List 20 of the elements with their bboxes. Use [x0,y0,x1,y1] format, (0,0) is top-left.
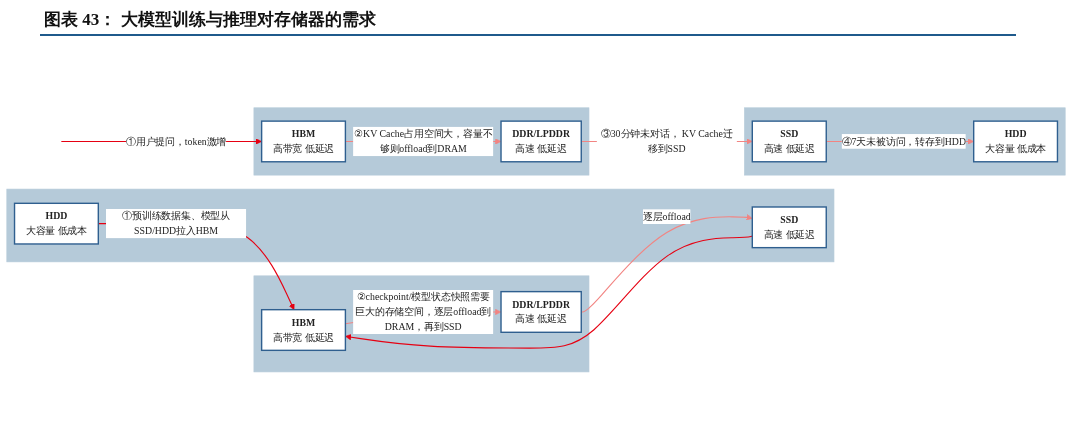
edge-label: ④7天未被访问，转存到HDD [841,136,966,147]
node-box: DDR/LPDDR 高速 低延迟 [500,120,582,163]
cluster [253,107,590,176]
edge-label: ②checkpoint/模型状态快照需要巨大的存储空间，逐层offload到DRAM，再到SSD [355,292,492,333]
edge-label: ①预训练数据集、模型从SSD/HDD拉入HBM [122,211,231,237]
cluster [6,188,835,263]
node-box: HDD 大容量 低成本 [13,202,99,245]
node-box: HDD 大容量 低成本 [973,120,1059,163]
edge-label: ①用户提问，token激增 [125,136,227,147]
edge-label: 逐层offload [642,211,691,223]
node-box: SSD 高速 低延迟 [751,120,827,163]
node-box: DDR/LPDDR 高速 低延迟 [500,291,582,334]
figure-title: 图表 43： 大模型训练与推理对存储器的需求 [44,9,376,31]
node-box: SSD 高速 低延迟 [751,206,827,249]
cluster [744,107,1066,176]
edge-label: ③30分钟未对话， KV Cache迁移到SSD [600,128,733,155]
node-box: HBM 高带宽 低延迟 [260,309,347,352]
cluster [253,275,590,373]
node-box: HBM 高带宽 低延迟 [260,120,347,163]
edge-label: ②KV Cache占用空间大，容量不够则offload到DRAM [354,128,493,155]
